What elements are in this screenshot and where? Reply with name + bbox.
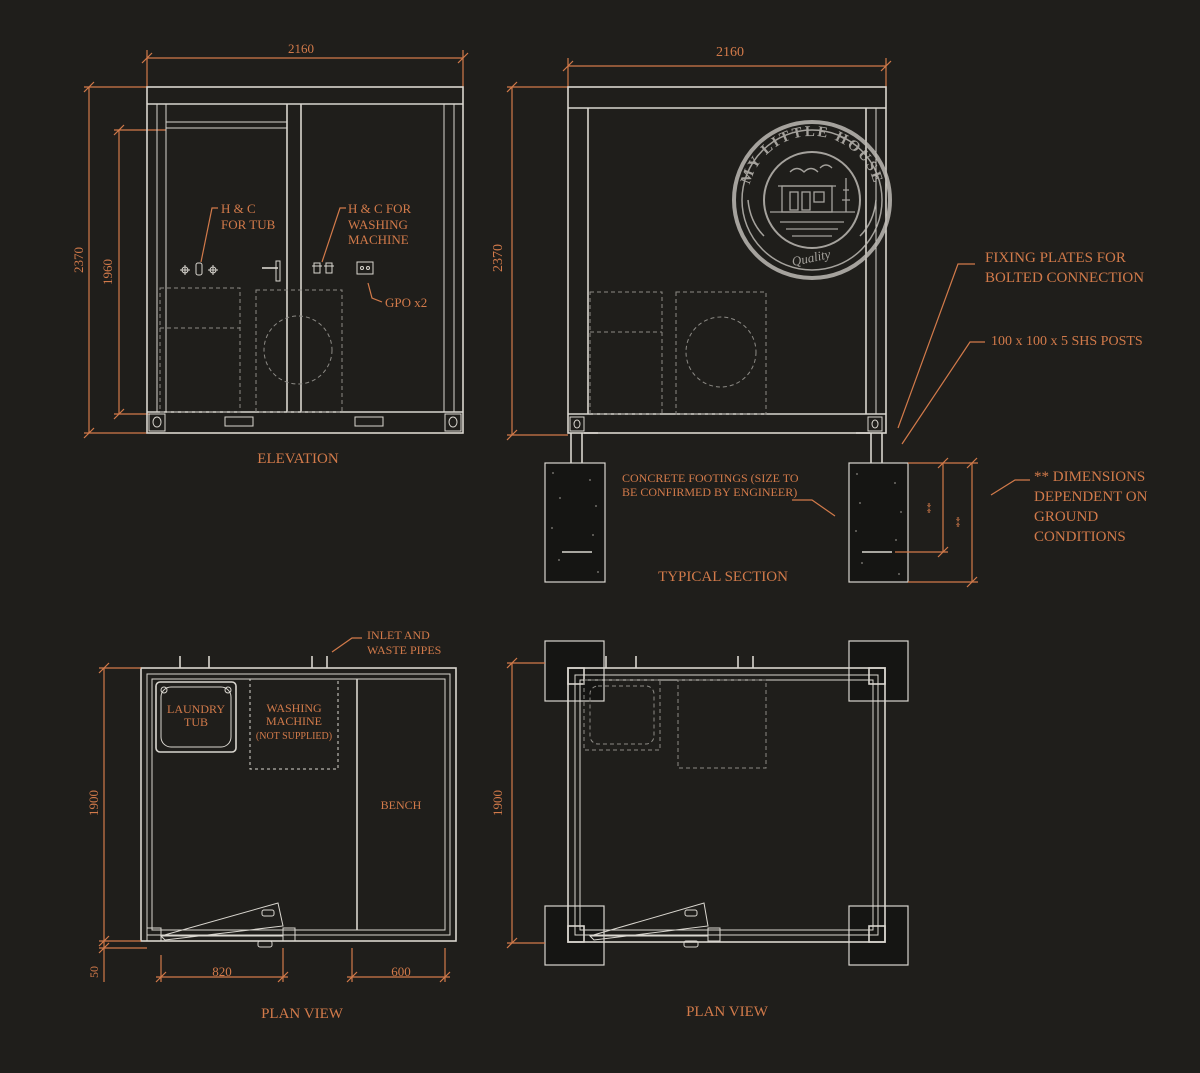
- hidden-washing-machine: [255, 289, 343, 413]
- svg-text:DEPENDENT ON: DEPENDENT ON: [1034, 489, 1148, 505]
- house-icon: [770, 164, 855, 237]
- plan-right-title: PLAN VIEW: [686, 1004, 769, 1020]
- elevation-title: ELEVATION: [257, 451, 339, 467]
- label-hc-wm-3: MACHINE: [348, 232, 409, 247]
- svg-text:TUB: TUB: [184, 715, 208, 729]
- svg-text:FOR TUB: FOR TUB: [221, 217, 276, 232]
- svg-text:MACHINE: MACHINE: [348, 232, 409, 247]
- label-hc-wm: H & C FOR: [348, 201, 412, 216]
- elevation-view: 2160 2370 1960: [71, 41, 469, 467]
- section-view: 2160 2370: [491, 45, 1148, 588]
- plan-left-door-dim: 820: [212, 964, 232, 979]
- plan-left-bench-dim: 600: [391, 964, 411, 979]
- svg-text:WASHING: WASHING: [266, 701, 322, 715]
- laurel-icon: [747, 199, 877, 237]
- label-laundry-tub-2: TUB: [184, 715, 208, 729]
- svg-text:FIXING PLATES FOR: FIXING PLATES FOR: [985, 250, 1126, 266]
- plan-view-left: INLET AND WASTE PIPES LAUNDRY TUB WASHIN…: [86, 628, 457, 1022]
- tub-taps-icon: [180, 262, 218, 276]
- label-hc-tub: H & C: [221, 201, 256, 216]
- svg-text:WASTE PIPES: WASTE PIPES: [367, 643, 441, 657]
- label-not-supplied: (NOT SUPPLIED): [256, 731, 332, 742]
- svg-text:BOLTED CONNECTION: BOLTED CONNECTION: [985, 270, 1144, 286]
- washing-machine-outline: [249, 678, 339, 770]
- svg-text:MY LITTLE HOUSE: MY LITTLE HOUSE: [738, 124, 886, 186]
- note-pipes-2: WASTE PIPES: [367, 643, 441, 657]
- note-dimensions-3: GROUND: [1034, 509, 1098, 525]
- gpo-outlet-icon: [356, 261, 374, 275]
- logo-ring-text: MY LITTLE HOUSE: [738, 124, 884, 186]
- label-washing-machine: WASHING: [266, 701, 322, 715]
- label-gpo: GPO x2: [385, 295, 427, 310]
- section-height-dim: 2370: [491, 244, 506, 272]
- plan-view-right: 1900 PLAN VIEW: [490, 640, 909, 1020]
- section-width-dim: 2160: [716, 45, 744, 60]
- logo-tagline: Quality: [790, 246, 831, 269]
- svg-text:H & C: H & C: [221, 201, 256, 216]
- label-bench: BENCH: [381, 798, 422, 812]
- star-dim-1: **: [925, 503, 937, 514]
- label-washing-machine-2: MACHINE: [266, 714, 322, 728]
- plan-left-depth-dim: 1900: [86, 790, 101, 816]
- note-fixing-plates: FIXING PLATES FOR: [985, 250, 1126, 266]
- note-shs-posts: 100 x 100 x 5 SHS POSTS: [991, 334, 1143, 349]
- washing-machine-taps-icon: [312, 262, 334, 274]
- note-dimensions-2: DEPENDENT ON: [1034, 489, 1148, 505]
- elevation-outer-frame: [146, 86, 464, 434]
- door-swing: [146, 902, 296, 948]
- note-pipes: INLET AND: [367, 628, 430, 642]
- pipes-icon: [179, 656, 328, 668]
- label-hc-tub-2: FOR TUB: [221, 217, 276, 232]
- plan-right-outer-wall: [567, 667, 886, 943]
- svg-text:INLET AND: INLET AND: [367, 628, 430, 642]
- svg-text:WASHING: WASHING: [348, 217, 408, 232]
- section-title: TYPICAL SECTION: [658, 569, 788, 585]
- section-frame: [567, 86, 887, 434]
- corner-casting: [148, 413, 166, 432]
- corner-casting: [444, 413, 462, 432]
- svg-text:CONDITIONS: CONDITIONS: [1034, 529, 1126, 545]
- label-hc-wm-2: WASHING: [348, 217, 408, 232]
- label-laundry-tub: LAUNDRY: [167, 702, 225, 716]
- svg-text:** DIMENSIONS: ** DIMENSIONS: [1034, 469, 1145, 485]
- concrete-footing-left: [544, 462, 606, 583]
- svg-text:GROUND: GROUND: [1034, 509, 1098, 525]
- svg-text:H & C FOR: H & C FOR: [348, 201, 412, 216]
- star-dim-2: **: [954, 517, 966, 528]
- plan-left-title: PLAN VIEW: [261, 1006, 344, 1022]
- elevation-height-dim: 2370: [71, 247, 86, 273]
- door-swing: [589, 902, 721, 948]
- elevation-width-dim: 2160: [288, 41, 314, 56]
- plan-left-offset-dim: 50: [87, 966, 101, 978]
- svg-text:MACHINE: MACHINE: [266, 714, 322, 728]
- elevation-door-dim: 1960: [100, 259, 115, 285]
- svg-text:(NOT SUPPLIED): (NOT SUPPLIED): [256, 731, 332, 742]
- note-dimensions: ** DIMENSIONS: [1034, 469, 1145, 485]
- note-footings: CONCRETE FOOTINGS (SIZE TO: [622, 471, 799, 485]
- svg-text:LAUNDRY: LAUNDRY: [167, 702, 225, 716]
- concrete-aggregate: [551, 472, 902, 575]
- concrete-footing-right: [848, 462, 909, 583]
- hidden-laundry-tub: [159, 287, 241, 413]
- laundry-tub-outline: [155, 681, 237, 753]
- svg-text:BE CONFIRMED BY ENGINEER): BE CONFIRMED BY ENGINEER): [622, 485, 797, 499]
- svg-text:CONCRETE FOOTINGS (SIZE TO: CONCRETE FOOTINGS (SIZE TO: [622, 471, 799, 485]
- plan-right-depth-dim: 1900: [490, 790, 505, 816]
- note-footings-2: BE CONFIRMED BY ENGINEER): [622, 485, 797, 499]
- note-dimensions-4: CONDITIONS: [1034, 529, 1126, 545]
- note-fixing-plates-2: BOLTED CONNECTION: [985, 270, 1144, 286]
- plan-outer-wall: [140, 667, 457, 942]
- pipes-icon: [605, 656, 754, 668]
- door-handle-icon: [262, 260, 281, 282]
